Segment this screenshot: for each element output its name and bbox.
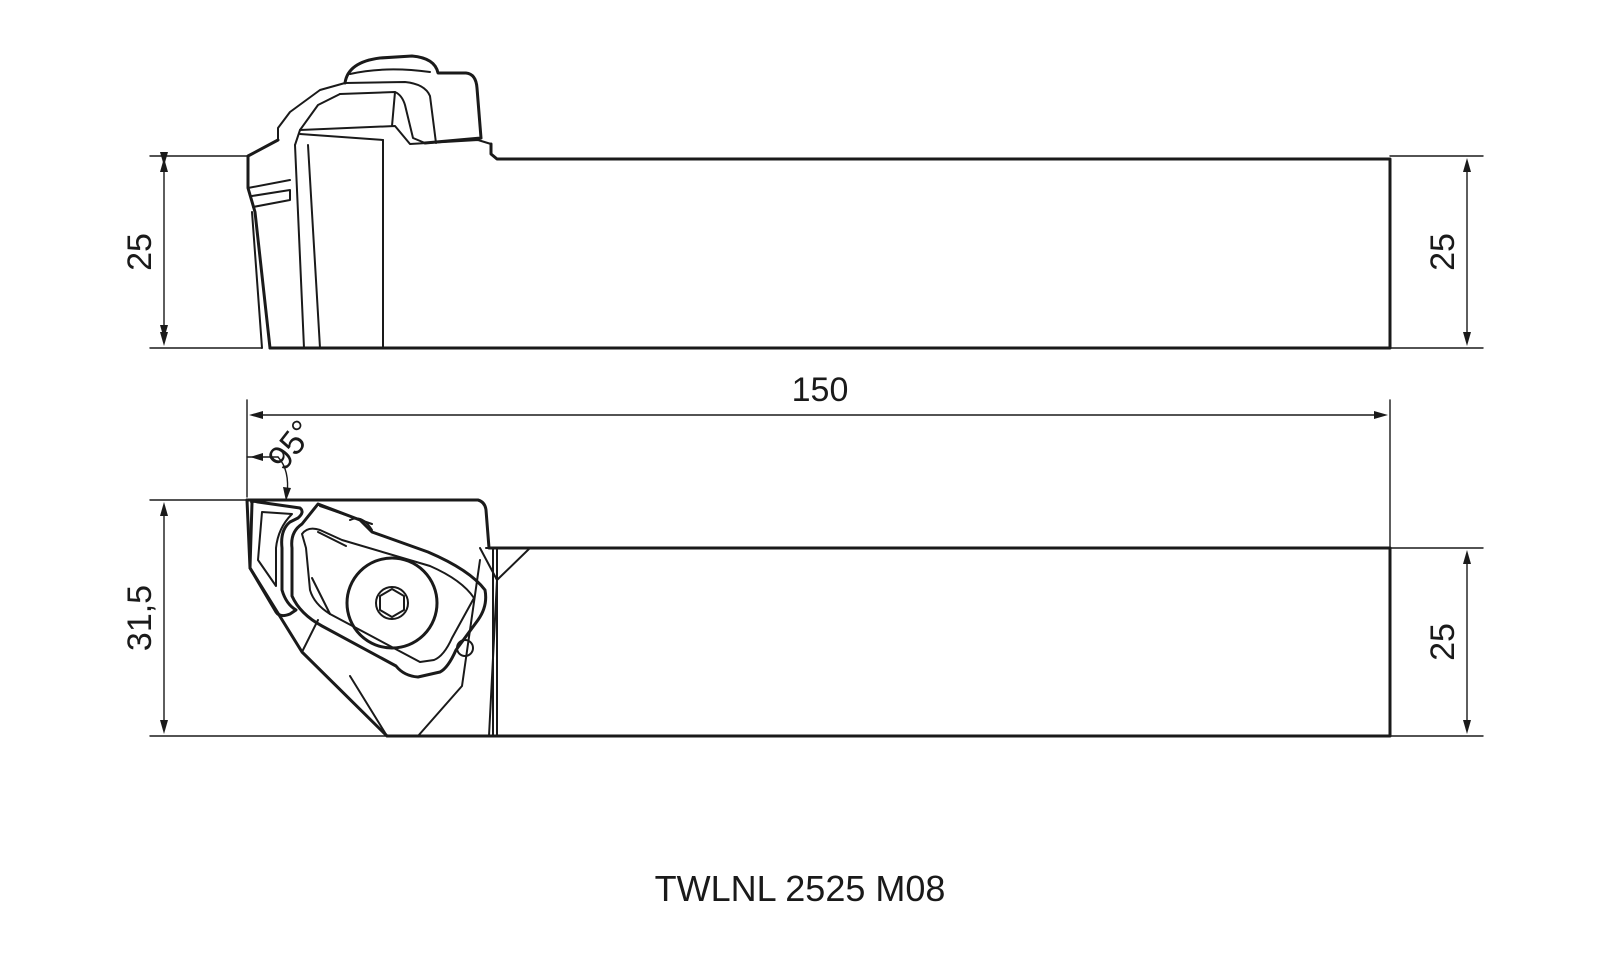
side-height-right-label: 25 — [1424, 233, 1462, 271]
clamp-screw — [345, 556, 439, 650]
side-view-head — [246, 54, 492, 350]
approach-angle-label: 95° — [261, 413, 323, 477]
side-height-left-label: 25 — [121, 233, 159, 271]
clamp — [290, 502, 488, 679]
overall-length-dimension: 150 — [246, 371, 1391, 549]
shank-width-dimension: 25 — [1389, 547, 1484, 737]
head-width-label: 31,5 — [121, 585, 159, 651]
approach-angle-dimension: 95° — [246, 413, 323, 501]
top-view-head — [245, 498, 531, 738]
insert — [248, 499, 304, 618]
top-view-shank — [486, 546, 1392, 738]
head-width-dimension: 31,5 — [121, 499, 388, 737]
shank-width-label: 25 — [1424, 623, 1462, 661]
overall-length-label: 150 — [792, 371, 849, 409]
side-dim-left: 25 — [121, 152, 263, 349]
side-view-shank — [381, 139, 1392, 350]
side-view: 25 25 — [121, 54, 1484, 350]
top-view: 150 95° — [121, 371, 1484, 738]
model-designation: TWLNL 2525 M08 — [654, 868, 946, 909]
side-dim-right: 25 — [1389, 155, 1484, 349]
side-view-clamp — [339, 54, 483, 145]
